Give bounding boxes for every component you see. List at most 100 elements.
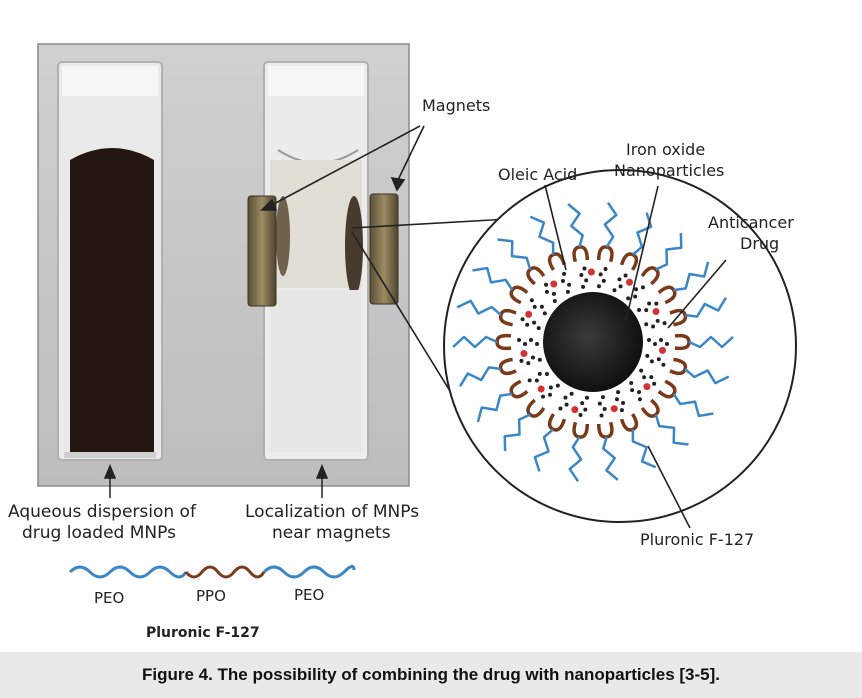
oleic-acid-dot bbox=[581, 284, 586, 289]
peo-tail bbox=[459, 366, 502, 387]
oleic-acid-dot bbox=[633, 294, 638, 299]
oleic-acid-dot bbox=[544, 282, 549, 287]
oleic-acid-dot bbox=[603, 267, 608, 272]
oleic-acid-dot bbox=[656, 357, 661, 362]
oleic-acid-dot bbox=[548, 385, 553, 390]
oleic-acid-dot bbox=[618, 284, 623, 289]
label-peo-2: PEO bbox=[294, 586, 324, 604]
oleic-acid-dot bbox=[659, 338, 663, 342]
oleic-acid-dot bbox=[629, 381, 634, 386]
oleic-acid-dot bbox=[598, 272, 603, 277]
label-anticancer-line2: Drug bbox=[740, 234, 779, 253]
drug-dot bbox=[625, 278, 633, 286]
oleic-acid-dot bbox=[647, 338, 651, 342]
oleic-acid-dot bbox=[558, 406, 563, 411]
oleic-acid-dot bbox=[596, 284, 601, 289]
peo-tail bbox=[684, 297, 727, 318]
oleic-acid-dot bbox=[642, 375, 647, 380]
right-magnet bbox=[369, 193, 399, 305]
ppo-block bbox=[498, 357, 517, 376]
oleic-acid-dot bbox=[652, 381, 657, 386]
oleic-acid-dot bbox=[662, 321, 667, 326]
micelle-diagram bbox=[443, 169, 797, 523]
drug-dot bbox=[525, 310, 533, 318]
oleic-acid-dot bbox=[649, 359, 654, 364]
oleic-acid-dot bbox=[583, 407, 588, 412]
oleic-acid-dot bbox=[637, 308, 642, 313]
polymer-chain bbox=[68, 565, 356, 579]
oleic-acid-dot bbox=[532, 320, 537, 325]
oleic-acid-dot bbox=[564, 402, 569, 407]
oleic-acid-dot bbox=[532, 304, 537, 309]
oleic-acid-dot bbox=[661, 362, 666, 367]
oleic-acid-dot bbox=[654, 301, 659, 306]
oleic-acid-dot bbox=[621, 401, 626, 406]
oleic-acid-dot bbox=[541, 394, 546, 399]
drug-dot bbox=[537, 385, 545, 393]
oleic-acid-dot bbox=[523, 342, 527, 346]
peo-tail bbox=[472, 266, 514, 291]
peo-tail bbox=[603, 202, 618, 248]
oleic-acid-dot bbox=[651, 324, 656, 329]
oleic-acid-dot bbox=[517, 338, 521, 342]
drug-dot bbox=[520, 350, 528, 358]
oleic-acid-dot bbox=[529, 298, 534, 303]
peo-tail bbox=[655, 232, 683, 271]
oleic-acid-dot bbox=[579, 272, 584, 277]
oleic-acid-dot bbox=[525, 322, 530, 327]
oleic-acid-dot bbox=[526, 361, 531, 366]
iron-oxide-core bbox=[543, 292, 643, 392]
peo-tail bbox=[654, 414, 689, 446]
oleic-acid-dot bbox=[626, 296, 631, 301]
oleic-acid-dot bbox=[552, 298, 557, 303]
oleic-acid-dot bbox=[599, 413, 604, 418]
peo-tail bbox=[456, 299, 502, 316]
oleic-acid-dot bbox=[551, 291, 556, 296]
peo-tail bbox=[672, 393, 714, 418]
peo-tail bbox=[497, 238, 532, 270]
oleic-acid-dot bbox=[617, 277, 622, 282]
ppo-block bbox=[509, 379, 529, 399]
oleic-acid-dot bbox=[565, 289, 570, 294]
oleic-acid-dot bbox=[614, 397, 619, 402]
oleic-acid-dot bbox=[637, 397, 642, 402]
oleic-acid-dot bbox=[601, 278, 606, 283]
right-cuvette bbox=[263, 61, 369, 461]
peo-tail bbox=[684, 368, 730, 385]
peo-tail bbox=[568, 436, 583, 482]
oleic-acid-dot bbox=[527, 378, 532, 383]
drug-dot bbox=[587, 268, 595, 276]
peo-segment-left bbox=[68, 565, 188, 579]
oleic-acid-dot bbox=[562, 271, 567, 276]
drug-dot bbox=[652, 307, 660, 315]
oleic-acid-dot bbox=[555, 383, 560, 388]
peo-tail bbox=[688, 335, 734, 349]
oleic-acid-dot bbox=[544, 289, 549, 294]
magnet-pointer-lines bbox=[260, 125, 425, 211]
peo-segment-right bbox=[262, 565, 356, 579]
label-iron-oxide-line2: Nanoparticles bbox=[614, 161, 724, 180]
oleic-acid-dot bbox=[519, 358, 524, 363]
oleic-acid-dot bbox=[637, 390, 642, 395]
oleic-acid-dot bbox=[655, 318, 660, 323]
oleic-acid-dot bbox=[542, 311, 547, 316]
caption-bar: Figure 4. The possibility of combining t… bbox=[0, 652, 862, 698]
oleic-acid-dot bbox=[578, 412, 583, 417]
oleic-acid-dot bbox=[520, 317, 525, 322]
oleic-acid-dot bbox=[585, 395, 590, 400]
label-oleic-acid: Oleic Acid bbox=[498, 165, 577, 184]
oleic-acid-dot bbox=[619, 408, 624, 413]
ppo-block bbox=[657, 285, 677, 305]
label-left-cuvette-line2: drug loaded MNPs bbox=[22, 523, 176, 543]
peo-tail bbox=[567, 203, 584, 248]
oleic-acid-dot bbox=[547, 392, 552, 397]
oleic-acid-dot bbox=[597, 401, 602, 406]
oleic-acid-dot bbox=[529, 338, 533, 342]
oleic-acid-dot bbox=[612, 288, 617, 293]
drug-dot bbox=[571, 406, 579, 414]
oleic-acid-dot bbox=[582, 266, 587, 271]
oleic-acid-dot bbox=[602, 407, 607, 412]
ppo-block bbox=[498, 308, 517, 327]
oleic-acid-dot bbox=[647, 301, 652, 306]
label-anticancer-line1: Anticancer bbox=[708, 213, 794, 232]
